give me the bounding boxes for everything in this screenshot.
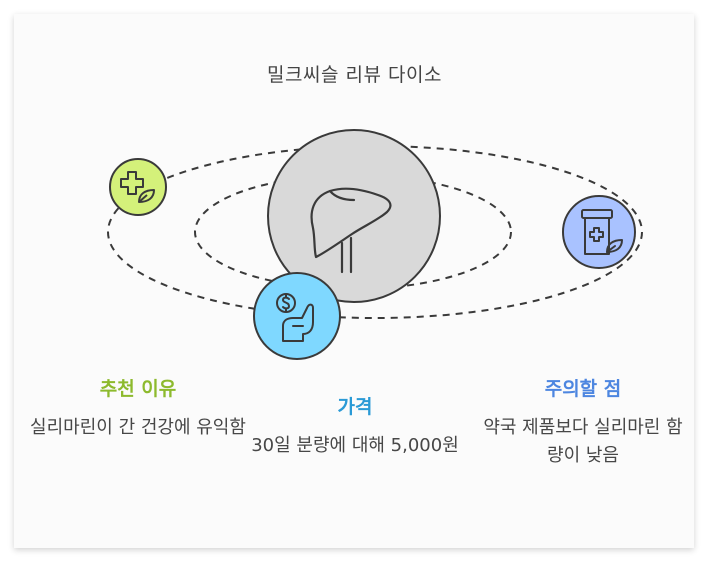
caution-text: 약국 제품보다 실리마린 함량이 낮음 [483,417,683,466]
caution-node [562,195,636,269]
caution-label: 주의할 점 [544,378,622,400]
recommend-text: 실리마린이 간 건강에 유익함 [30,417,246,438]
medicine-jar-icon [581,209,623,255]
recommend-node [109,158,167,216]
dollar-hand-icon [276,293,314,342]
liver-node [267,129,441,303]
price-node [253,272,341,360]
price-label: 가격 [337,396,373,418]
diagram-title: 밀크씨슬 리뷰 다이소 [267,64,442,86]
recommend-label: 추천 이유 [99,378,177,400]
price-text: 30일 분량에 대해 5,000원 [251,435,459,456]
liver-icon [310,187,392,274]
medical-cross-leaf-icon [120,171,155,203]
